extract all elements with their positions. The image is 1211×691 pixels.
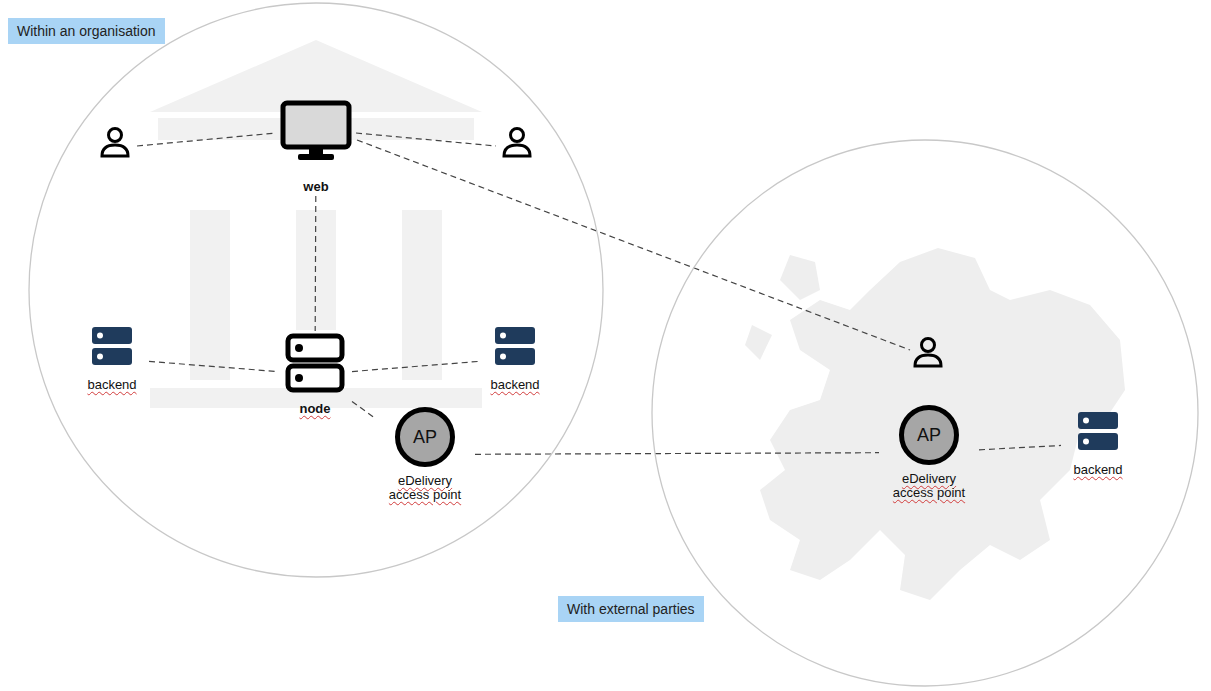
node-label: backend	[1073, 462, 1122, 477]
region-outline	[28, 2, 604, 578]
node-label: backend	[87, 377, 136, 392]
system-node: web	[276, 100, 356, 194]
node-label: web	[303, 179, 328, 194]
access-point-disc: AP	[395, 407, 455, 467]
user-icon	[915, 339, 941, 367]
region-heading: Within an organisation	[8, 18, 165, 44]
dashed-connector	[979, 445, 1061, 449]
ap-label: AP	[413, 427, 437, 447]
icon-holder	[280, 100, 352, 162]
node-label: eDelivery access point	[883, 472, 975, 500]
icon-holder	[1076, 410, 1120, 452]
icon-holder	[285, 333, 345, 393]
dashed-connector	[352, 401, 375, 418]
user-link	[137, 133, 276, 146]
user-link	[356, 133, 496, 146]
icon-holder	[90, 325, 134, 367]
icon-holder	[493, 325, 537, 367]
access-lines	[137, 133, 910, 350]
region-circle: With external partiesAPeDelivery access …	[651, 139, 1199, 687]
building-watermark	[150, 40, 482, 408]
system-node: backend	[480, 325, 550, 392]
dashed-connector	[475, 453, 879, 455]
node-label: node	[299, 401, 330, 416]
node-server-icon	[285, 333, 345, 393]
europe-map-watermark	[745, 248, 1125, 600]
node-label: backend	[490, 377, 539, 392]
region-heading: With external parties	[558, 596, 704, 622]
dashed-connector	[315, 196, 317, 331]
dashed-connector	[149, 361, 278, 371]
user-icon	[102, 129, 128, 157]
user-link	[357, 140, 910, 350]
region-circle-line	[29, 3, 603, 577]
region-circle-line	[652, 140, 1198, 686]
dashed-connector	[352, 361, 478, 371]
ap-label: AP	[917, 425, 941, 445]
system-node: backend	[1063, 410, 1133, 477]
monitor-icon	[280, 100, 352, 162]
access-point: AP eDelivery access point	[377, 407, 473, 502]
system-node: node	[280, 333, 350, 416]
user-icons	[102, 129, 941, 367]
access-point: AP eDelivery access point	[881, 405, 977, 500]
server-icon	[493, 325, 537, 367]
node-label: eDelivery access point	[379, 474, 471, 502]
system-node: backend	[77, 325, 147, 392]
access-point-disc: AP	[899, 405, 959, 465]
server-icon	[1076, 410, 1120, 452]
user-icon	[504, 129, 530, 157]
region-circle: Within an organisationwebbackendnodeback…	[28, 2, 604, 578]
server-icon	[90, 325, 134, 367]
